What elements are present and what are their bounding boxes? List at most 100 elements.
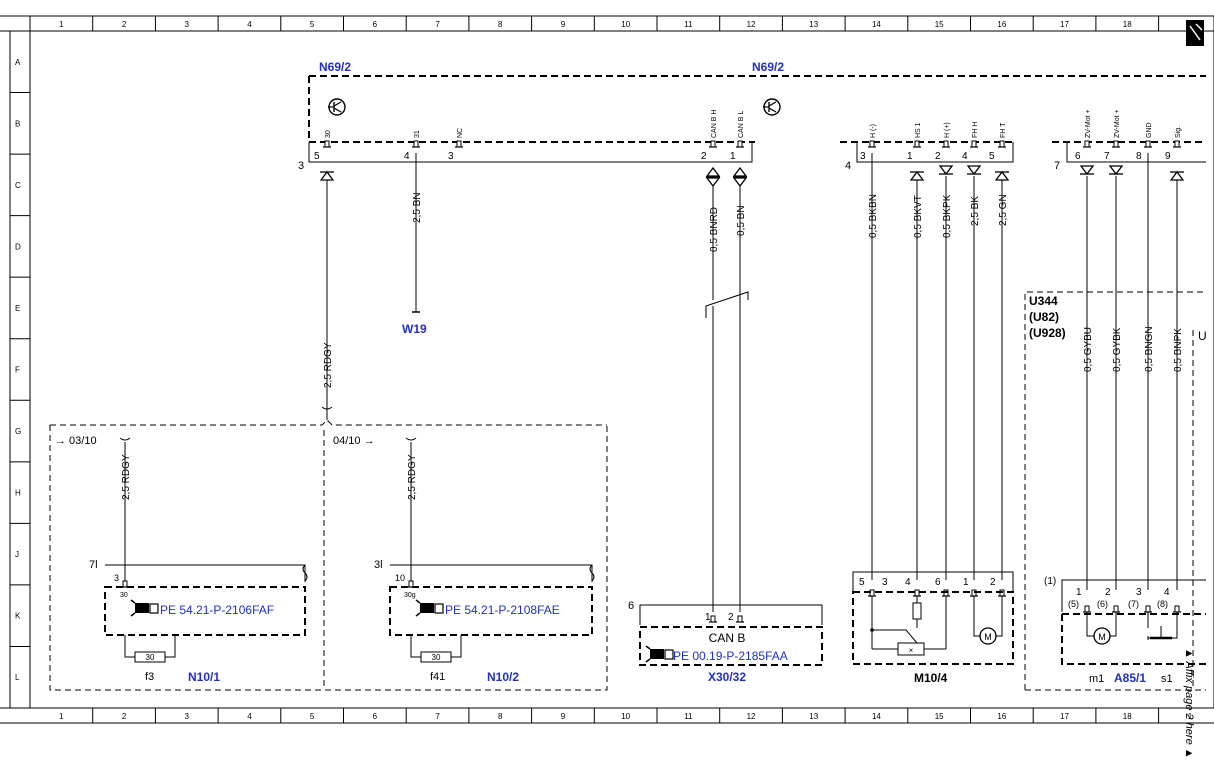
svg-text:ZV-Mot +: ZV-Mot + <box>1114 109 1121 138</box>
svg-text:(8): (8) <box>1157 599 1168 609</box>
row-label: K <box>15 612 21 621</box>
svg-text:7: 7 <box>1104 151 1110 162</box>
connector-7: 7 <box>1054 160 1060 172</box>
svg-text:31: 31 <box>414 130 421 138</box>
svg-text:6: 6 <box>628 600 634 612</box>
svg-text:0,5 BN: 0,5 BN <box>736 205 747 236</box>
svg-text:6: 6 <box>935 577 941 588</box>
m10-4-label: M10/4 <box>914 671 948 685</box>
svg-text:H (-): H (-) <box>870 124 877 138</box>
wire-can: 0,5 BNRD 0,5 BN <box>705 167 749 612</box>
svg-text:3: 3 <box>860 151 866 162</box>
svg-text:2,5 BN: 2,5 BN <box>412 192 423 223</box>
xref-left[interactable]: → 03/10 <box>55 435 97 447</box>
row-label: D <box>15 242 21 251</box>
svg-text:4: 4 <box>962 151 968 162</box>
column-label: 1 <box>1188 712 1193 721</box>
svg-text:Sig.: Sig. <box>1175 126 1182 138</box>
n10-2-label[interactable]: N10/2 <box>487 670 519 684</box>
column-label: 2 <box>122 20 127 29</box>
column-label: 11 <box>684 20 693 29</box>
n69-outline <box>308 75 1206 143</box>
column-ruler: 1122334455667788991010111112121313141415… <box>59 16 1193 723</box>
x30-32-ref[interactable]: PE 00.19-P-2185FAA <box>673 649 788 663</box>
column-label: 2 <box>122 712 127 721</box>
svg-text:2,5 GN: 2,5 GN <box>998 194 1009 226</box>
n10-1-label[interactable]: N10/1 <box>188 670 220 684</box>
svg-text:GND: GND <box>1146 122 1153 138</box>
column-label: 3 <box>185 20 190 29</box>
svg-text:0,5 BKBN: 0,5 BKBN <box>868 194 879 238</box>
x30-32-label[interactable]: X30/32 <box>708 670 746 684</box>
svg-text:1: 1 <box>1076 587 1082 598</box>
svg-text:(5): (5) <box>1068 599 1079 609</box>
row-label: L <box>15 673 20 682</box>
column-label: 18 <box>1123 20 1132 29</box>
svg-text:U: U <box>1198 329 1207 343</box>
svg-text:2,5 RDGY: 2,5 RDGY <box>323 342 334 388</box>
column-label: 14 <box>872 20 881 29</box>
svg-text:s1: s1 <box>1161 673 1173 685</box>
n10-1-wire: 2,5 RDGY <box>119 437 132 582</box>
column-label: 12 <box>747 712 756 721</box>
a85-1-label[interactable]: A85/1 <box>1114 671 1146 685</box>
svg-text:2,5 BK: 2,5 BK <box>970 196 981 226</box>
column-label: 17 <box>1060 20 1069 29</box>
a85-1-box: (1) 1 2 3 4 (5) (6) (7) (8) m1 A85/1 s1 <box>1044 576 1206 685</box>
column-label: 15 <box>935 712 944 721</box>
column-label: 18 <box>1123 712 1132 721</box>
column-label: 12 <box>747 20 756 29</box>
column-label: 10 <box>621 712 630 721</box>
svg-text:1: 1 <box>730 151 736 162</box>
svg-text:2,5 RDGY: 2,5 RDGY <box>407 454 418 500</box>
w19-label[interactable]: W19 <box>402 322 427 336</box>
pins-middle: H (-) HS 1 H (+) FH H FH T 3 1 2 4 5 <box>860 122 1007 162</box>
column-label: 9 <box>561 712 566 721</box>
svg-text:CAN B: CAN B <box>709 631 746 645</box>
svg-text:H (+): H (+) <box>944 122 951 138</box>
svg-text:5: 5 <box>859 577 865 588</box>
n10-2-box: 3l 10 30g PE 54.21-P-2108FAE 30 f41 N10/… <box>374 559 595 684</box>
svg-text:CAN B H: CAN B H <box>711 110 718 138</box>
column-label: 1 <box>59 712 64 721</box>
u928-label: (U928) <box>1029 326 1066 340</box>
n10-1-ref[interactable]: PE 54.21-P-2106FAF <box>160 603 274 617</box>
n69-left-label[interactable]: N69/2 <box>319 60 351 74</box>
svg-text:2: 2 <box>1105 587 1111 598</box>
n69-right-label[interactable]: N69/2 <box>752 60 784 74</box>
svg-text:10: 10 <box>395 573 405 583</box>
svg-text:9: 9 <box>1165 151 1171 162</box>
column-label: 11 <box>684 712 693 721</box>
svg-text:6: 6 <box>1075 151 1081 162</box>
svg-text:(6): (6) <box>1097 599 1108 609</box>
column-label: 5 <box>310 712 315 721</box>
transistor-icon <box>762 98 781 116</box>
column-label: 7 <box>435 712 440 721</box>
svg-text:0,5 GYBK: 0,5 GYBK <box>1112 327 1123 372</box>
affix-page-note: ▲ Affix page 2 here ▲ <box>1183 648 1195 759</box>
column-label: 7 <box>435 20 440 29</box>
n10-2-ref[interactable]: PE 54.21-P-2108FAE <box>445 603 560 617</box>
pins-left: 30 31 NC CAN B H CAN B L 5 4 3 2 1 <box>314 110 745 162</box>
xref-right[interactable]: 04/10 → <box>333 435 375 447</box>
svg-text:f41: f41 <box>430 671 445 683</box>
svg-text:7l: 7l <box>89 559 98 571</box>
svg-text:4: 4 <box>1164 587 1170 598</box>
wire-30: 2,5 RDGY <box>319 171 335 420</box>
svg-text:30: 30 <box>146 653 155 662</box>
wires-a85-1: 0,5 GYBU 0,5 GYBK 0,5 BNGN 0,5 BNPK <box>1079 153 1185 590</box>
svg-text:1: 1 <box>705 612 711 623</box>
row-label: J <box>15 550 19 559</box>
svg-text:(1): (1) <box>1044 576 1056 587</box>
row-label: G <box>15 427 21 436</box>
svg-text:NC: NC <box>457 128 464 138</box>
svg-text:×: × <box>909 646 914 655</box>
svg-text:FH T: FH T <box>1000 122 1007 138</box>
svg-text:4: 4 <box>404 151 410 162</box>
svg-text:3: 3 <box>1136 587 1142 598</box>
svg-text:2,5 RDGY: 2,5 RDGY <box>121 454 132 500</box>
column-label: 5 <box>310 20 315 29</box>
column-label: 17 <box>1060 712 1069 721</box>
